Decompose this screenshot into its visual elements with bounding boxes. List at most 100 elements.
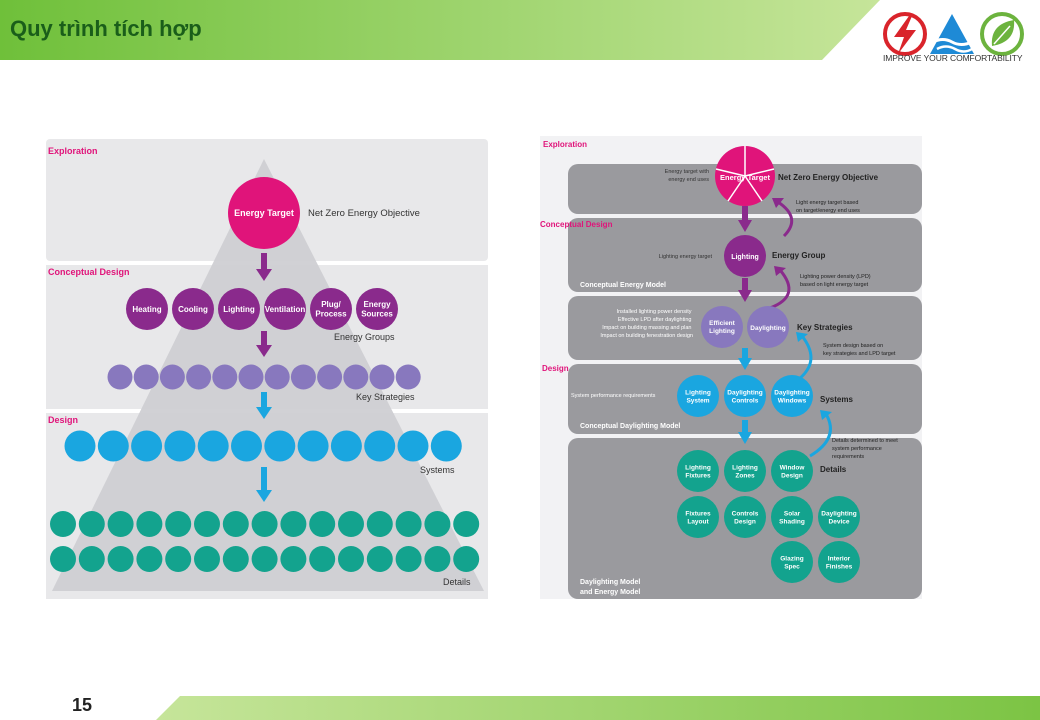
key-strategies-label: Key Strategies [797, 323, 853, 332]
detail-circle [280, 546, 307, 572]
detail-circle [165, 546, 192, 572]
energy-target-circle [228, 177, 300, 249]
detail-circle [280, 511, 307, 537]
detail-circle [366, 546, 393, 572]
detail-circle [818, 541, 860, 583]
key-strategies-label: Key Strategies [356, 392, 415, 402]
system-circle [364, 430, 396, 462]
feedback-arrow [777, 200, 794, 238]
detail-circle [309, 546, 336, 572]
systems-label: Systems [820, 395, 853, 404]
key-strategy-circle [238, 364, 264, 390]
detail-circle [453, 511, 480, 537]
detail-circle [194, 511, 220, 537]
energy-group-circle [356, 288, 398, 330]
energy-group-label: Cooling [178, 305, 208, 314]
detail-circle [453, 546, 480, 572]
energy-group-circle [310, 288, 352, 330]
header-band [0, 0, 880, 60]
detail-circle [724, 496, 766, 538]
detail-circle [50, 546, 76, 572]
energy-target-label: Energy Target [234, 208, 294, 218]
system-circle [724, 375, 766, 417]
arrow-down-icon [256, 253, 272, 281]
energy-group-label: Ventilation [265, 305, 306, 314]
lighting-circle [724, 235, 766, 277]
energy-group-circle [264, 288, 306, 330]
detail-circle [251, 511, 278, 537]
energy-groups-label: Energy Groups [334, 332, 395, 342]
objective-label: Net Zero Energy Objective [308, 208, 420, 219]
key-strategy-label: Daylighting [750, 325, 785, 332]
detail-circle [251, 546, 278, 572]
feedback-arrow [769, 269, 791, 310]
energy-group-label: Plug/Process [315, 300, 347, 319]
lpd-note: Lighting power density (LPD)based on lig… [800, 274, 871, 288]
detail-circle [107, 511, 134, 537]
system-circle [164, 430, 196, 462]
details-label: Details [443, 577, 471, 587]
arrow-down-icon [256, 331, 272, 357]
phase-conceptual: Conceptual Design [48, 267, 130, 277]
systems-label: Systems [420, 465, 455, 475]
phase-exploration: Exploration [48, 146, 98, 156]
key-strategy-circle [159, 364, 185, 390]
detail-circle [165, 511, 192, 537]
detail-circle [771, 496, 813, 538]
energy-target-pie [715, 146, 775, 206]
detail-circle [677, 496, 719, 538]
detail-circle [771, 541, 813, 583]
water-wave-icon [930, 14, 974, 54]
detail-circle [309, 511, 336, 537]
key-strategy-circle [133, 364, 159, 390]
energy-target-label: Energy Target [720, 173, 770, 182]
phase-design: Design [542, 364, 569, 373]
arrow-down-icon [738, 420, 752, 444]
detail-circle [424, 511, 451, 537]
detail-circle [366, 511, 393, 537]
detail-circle [78, 546, 105, 572]
key-strategy-circle [186, 364, 212, 390]
feedback-arrow [809, 413, 832, 458]
detail-circle [136, 511, 163, 537]
key-strategy-circle [369, 364, 395, 390]
system-circle [231, 430, 262, 462]
phase-exploration: Exploration [543, 140, 587, 149]
conceptual-daylighting-model-label: Conceptual Daylighting Model [580, 423, 680, 430]
detail-circle [222, 511, 249, 537]
system-circle [771, 375, 813, 417]
feedback-arrowhead [772, 198, 784, 208]
detail-circle [724, 450, 766, 492]
feedback-arrowhead [796, 332, 808, 342]
left-pyramid-diagram: Exploration Conceptual Design Design Ene… [46, 139, 488, 599]
energy-group-circle [218, 288, 260, 330]
detail-circle [194, 546, 220, 572]
detail-circle [395, 511, 422, 537]
footer-band [156, 696, 1040, 720]
conceptual-energy-model-label: Conceptual Energy Model [580, 282, 666, 289]
system-circle [677, 375, 719, 417]
feedback-arrowhead [820, 410, 832, 420]
key-strategy-circle [395, 364, 421, 390]
arrow-down-icon [738, 348, 752, 370]
installed-notes: Installed lighting power density Effecti… [600, 309, 693, 339]
detail-circle [818, 496, 860, 538]
system-circle [430, 430, 462, 462]
system-circle [97, 430, 129, 462]
system-circle [264, 430, 296, 462]
energy-group-label: Energy Group [772, 251, 825, 260]
system-circle [131, 430, 163, 462]
